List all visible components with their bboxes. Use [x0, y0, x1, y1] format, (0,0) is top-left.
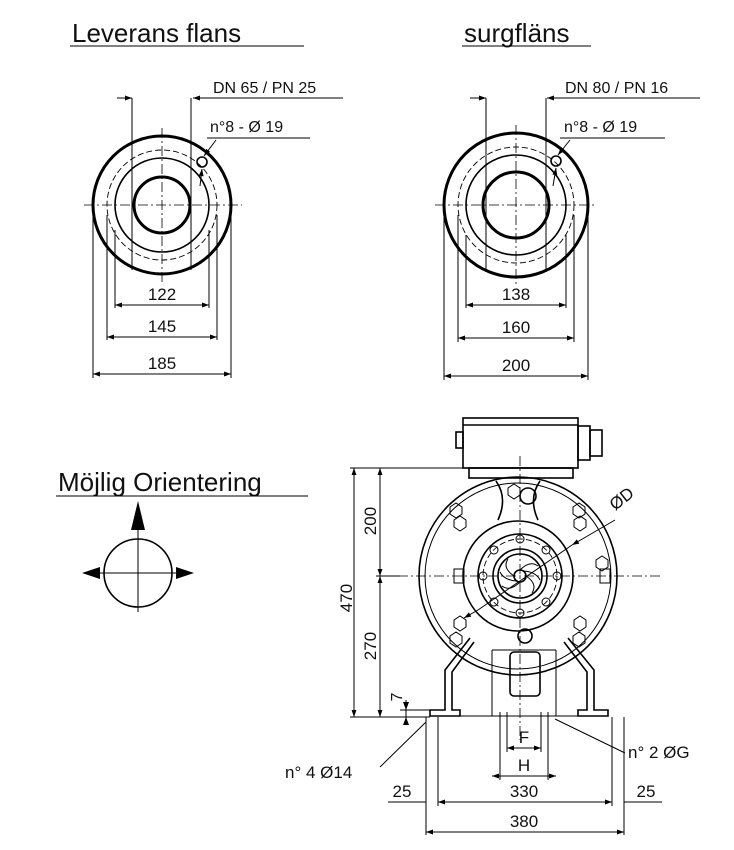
discharge-flange-view: Leverans flans DN 65 / PN 25 n°8 - Ø 19 [70, 18, 343, 378]
suction-holes-leader: n°8 - Ø 19 [552, 119, 665, 187]
discharge-dim-145: 145 [148, 317, 176, 336]
pump-dimensions: 470 200 270 7 n° 4 Ø14 n° 2 ØG F H 2 [285, 467, 690, 835]
flange-nut [573, 615, 587, 632]
discharge-holes-leader: n°8 - Ø 19 [198, 119, 310, 187]
orientation-symbol: Möjlig Orientering [56, 467, 308, 612]
dim-width-inner: 330 [510, 782, 538, 801]
dim-edge-left: 25 [393, 782, 412, 801]
drain-body [509, 651, 541, 697]
impeller-icon [499, 558, 541, 594]
housing-bolt [595, 555, 609, 572]
discharge-flange-title: Leverans flans [72, 18, 241, 48]
suction-flange-spec: DN 80 / PN 16 [565, 80, 668, 97]
suction-spec-leader: DN 80 / PN 16 [470, 80, 700, 272]
flange-nut [453, 515, 467, 532]
suction-flange-circles [435, 125, 597, 286]
discharge-spec-leader: DN 65 / PN 25 [117, 80, 343, 270]
foot-holes-leader [379, 721, 427, 768]
suction-holes-arrow [557, 139, 571, 156]
dim-7-arrow-top [403, 702, 409, 710]
dim-total-height: 470 [337, 584, 356, 612]
terminal-box-screw [455, 431, 464, 449]
cable-gland-nut [589, 429, 603, 457]
base-holes-note: n° 2 ØG [628, 743, 690, 762]
drain-plug [517, 628, 533, 644]
housing-bolts [449, 483, 609, 648]
suction-flange-view: surgfläns DN 80 / PN 16 n°8 - Ø 19 [435, 18, 700, 380]
discharge-holes-arrow-2 [198, 168, 204, 187]
suction-holes-note: n°8 - Ø 19 [564, 119, 637, 136]
diameter-leader-end [463, 609, 479, 619]
base-holes-leader [554, 718, 626, 754]
diameter-line [477, 544, 573, 611]
dim-width-outer: 380 [510, 812, 538, 831]
flange-nuts [453, 515, 611, 632]
discharge-dim-122: 122 [148, 285, 176, 304]
discharge-holes-note: n°8 - Ø 19 [210, 119, 283, 136]
discharge-dimensions: 122 145 185 [92, 205, 232, 378]
suction-holes-arrow-2 [552, 167, 558, 187]
impeller-vane [499, 571, 517, 582]
orientation-right-arrow-icon [176, 567, 194, 579]
pump-front-view: ØD [380, 417, 660, 740]
housing-bolt [449, 631, 463, 648]
dim-upper-height: 200 [361, 507, 380, 535]
discharge-holes-arrow [203, 139, 217, 157]
housing-bolt [572, 631, 586, 648]
orientation-left-arrow-icon [82, 567, 100, 579]
flange-bolt [541, 545, 551, 555]
impeller-vane [523, 570, 541, 581]
discharge-flange-spec: DN 65 / PN 25 [213, 80, 316, 97]
flange-nut [453, 615, 467, 632]
outlet-neck [495, 480, 541, 521]
impeller-vane [519, 563, 539, 571]
terminal-box-base [468, 467, 574, 479]
drain-assembly [491, 628, 557, 716]
dim-lower-height: 270 [361, 632, 380, 660]
housing-bolt [572, 502, 586, 519]
impeller-vane [505, 558, 515, 577]
dim-7-arrow-bottom [403, 717, 409, 725]
orientation-up-arrow-icon [131, 501, 145, 530]
dim-edge-right: 25 [637, 782, 656, 801]
suction-flange-title: surgfläns [464, 18, 570, 48]
dim-foot-thickness: 7 [389, 692, 406, 701]
housing-bolt [507, 483, 521, 500]
suction-dimensions: 138 160 200 [443, 205, 589, 380]
dim-f-label: F [519, 728, 529, 747]
flange-bolt [489, 545, 499, 555]
right-foot [563, 637, 609, 717]
flange-bolt [541, 597, 551, 607]
housing-bolt [449, 502, 463, 519]
diameter-leader [571, 519, 616, 546]
terminal-box [455, 417, 603, 479]
suction-dim-200: 200 [502, 356, 530, 375]
dim-h-label: H [518, 756, 530, 775]
impeller-vane [525, 575, 535, 594]
discharge-dim-185: 185 [148, 354, 176, 373]
suction-dim-138: 138 [502, 285, 530, 304]
foot-holes-note: n° 4 Ø14 [285, 763, 352, 782]
diameter-label: ØD [606, 484, 638, 515]
orientation-title: Möjlig Orientering [58, 467, 262, 497]
discharge-bolt-hole [196, 156, 208, 168]
pump-feet [429, 637, 609, 717]
discharge-flange-circles [84, 128, 242, 285]
suction-bolt-hole [550, 155, 562, 167]
suction-dim-160: 160 [502, 318, 530, 337]
flange-nut [573, 515, 587, 532]
cable-gland [577, 425, 591, 461]
